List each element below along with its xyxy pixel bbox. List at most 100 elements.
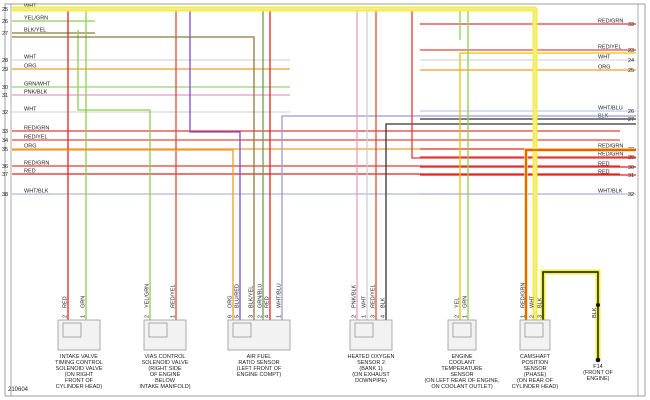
- component: YEL2GRN1ENGINECOOLANTTEMPERATURESENSOR(O…: [424, 296, 500, 390]
- component-box: [57, 319, 101, 351]
- component-label-line: (ON REAR OF: [517, 378, 554, 384]
- component-pin-wire: BLK/YEL: [249, 286, 255, 308]
- component-pin-wire: RED: [265, 296, 271, 308]
- left-row-pin: 30: [2, 85, 8, 91]
- component-label-line: VIAS CONTROL: [145, 354, 186, 360]
- right-row-wire-label: RED/YEL: [598, 45, 622, 51]
- component-pin-number: 2: [63, 315, 69, 318]
- wire-blk-ground: [542, 271, 599, 360]
- component-label-line: CAMSHAFT: [520, 354, 551, 360]
- wire-afr-blkyel: [12, 36, 255, 320]
- left-row-wire-label: BLK/YEL: [24, 28, 46, 34]
- component-symbol: [524, 322, 544, 338]
- left-row-pin: 31: [2, 93, 8, 99]
- right-row-pin: 24: [628, 58, 634, 64]
- component-symbol: [354, 322, 374, 338]
- component-pin-wire: WHT: [530, 295, 536, 308]
- component-pin-wire: PNK/BLK: [352, 284, 358, 308]
- wire-vias-yelgrn: [77, 30, 151, 320]
- component-pin-number: 1: [521, 315, 527, 318]
- component-label-line: COOLANT: [449, 360, 476, 366]
- left-row-wire-label: ORG: [24, 64, 37, 70]
- left-row-wire-label: YEL/GRN: [24, 16, 48, 22]
- diagram-frame: [4, 3, 646, 397]
- left-row-wire-label: RED/GRN: [24, 161, 49, 167]
- left-row-wire-label: RED: [24, 169, 36, 175]
- component-label-line: CYLINDER HEAD): [56, 384, 103, 390]
- component-label-line: ENGINE: [451, 354, 472, 360]
- highlight-wht-wire: [12, 6, 538, 320]
- component-pin-number: 2: [145, 315, 151, 318]
- component-label-line: ENGINE): [587, 376, 610, 382]
- left-row-pin: 26: [2, 19, 8, 25]
- component-label-line: (RIGHT SIDE: [148, 366, 182, 372]
- component-label-line: ENGINE COMPT): [237, 372, 281, 378]
- component-box: [447, 319, 477, 351]
- right-row-pin: 30: [628, 165, 634, 171]
- component: ORG6BLU/RED5BLK/YEL3GRN/BLU2RED4WHT/BLU1…: [228, 283, 291, 378]
- component-label-line: (FRONT OF: [583, 370, 613, 376]
- component-label-line: SENSOR 2: [357, 360, 385, 366]
- ground-splice-dot: [596, 303, 600, 307]
- right-row-wire-label: WHT/BLK: [598, 189, 623, 195]
- left-row-wire-label: RED/GRN: [24, 126, 49, 132]
- right-row-pin: 32: [628, 192, 634, 198]
- component-label-line: SENSOR: [523, 366, 546, 372]
- component-symbol: [232, 322, 252, 338]
- component-pin-number: 1: [463, 315, 469, 318]
- figure-id: 210604: [8, 387, 29, 393]
- component-label-line: ON COOLANT OUTLET): [431, 384, 492, 390]
- component-label-line: OF ENGINE: [150, 372, 181, 378]
- component-symbol: [62, 322, 82, 338]
- component-box: [227, 319, 291, 351]
- component-pin-wire: BLU/RED: [235, 284, 241, 308]
- component-label-line: F14: [593, 364, 602, 370]
- right-row-pin: 31: [628, 173, 634, 179]
- component-pin-number: 4: [265, 315, 271, 318]
- component-pin-number: 2: [530, 315, 536, 318]
- component-pin-wire: BLK: [538, 297, 544, 308]
- component-pin-wire: GRN/BLU: [258, 284, 264, 308]
- left-row-pin: 28: [2, 58, 8, 64]
- right-row-wire-label: RED: [598, 162, 610, 168]
- component-pin-wire: RED/YEL: [371, 284, 377, 308]
- left-row-pin: 37: [2, 172, 8, 178]
- left-row-wire-label: RED/YEL: [24, 135, 48, 141]
- component-pin-wire: BLK: [381, 297, 387, 308]
- ground-splice-label: BLK: [592, 307, 598, 318]
- right-row-wire-label: RED/GRN: [598, 144, 623, 150]
- left-row-pin: 34: [2, 138, 8, 144]
- right-row-wire-label: WHT: [598, 55, 611, 61]
- right-row-wire-label: RED: [598, 170, 610, 176]
- component-pin-wire: RED: [63, 296, 69, 308]
- left-row-wire-label: WHT: [24, 55, 37, 61]
- component-label-line: POSITION: [522, 360, 548, 366]
- right-row-pin: 33: [628, 22, 634, 28]
- component-label-line: (LEFT FRONT OF: [237, 366, 282, 372]
- component-pin-number: 5: [235, 315, 241, 318]
- component-pin-number: 3: [249, 315, 255, 318]
- component-symbol: [452, 322, 472, 338]
- component-label-line: FRONT OF: [65, 378, 94, 384]
- component-pin-wire: WHT: [362, 295, 368, 308]
- component-pin-number: 2: [258, 315, 264, 318]
- right-row-wire-label: WHT/BLU: [598, 106, 623, 112]
- wire-redgrn-loop: [411, 10, 636, 159]
- component-pin-wire: RED/YEL: [171, 284, 177, 308]
- component-label-line: TEMPERATURE: [441, 366, 482, 372]
- left-row-wire-label: ORG: [24, 144, 37, 150]
- component-label-line: (ON RIGHT: [65, 372, 94, 378]
- right-row-pin: 27: [628, 117, 634, 123]
- component-label-line: INTAKE MANIFOLD): [139, 384, 190, 390]
- wire-afr-whtblu: [281, 115, 636, 320]
- right-row-pin: 23: [628, 48, 634, 54]
- wire-afr-org: [12, 149, 234, 320]
- left-row-pin: 27: [2, 31, 8, 37]
- component-box: [349, 319, 393, 351]
- left-row-wire-label: WHT/BLK: [24, 189, 49, 195]
